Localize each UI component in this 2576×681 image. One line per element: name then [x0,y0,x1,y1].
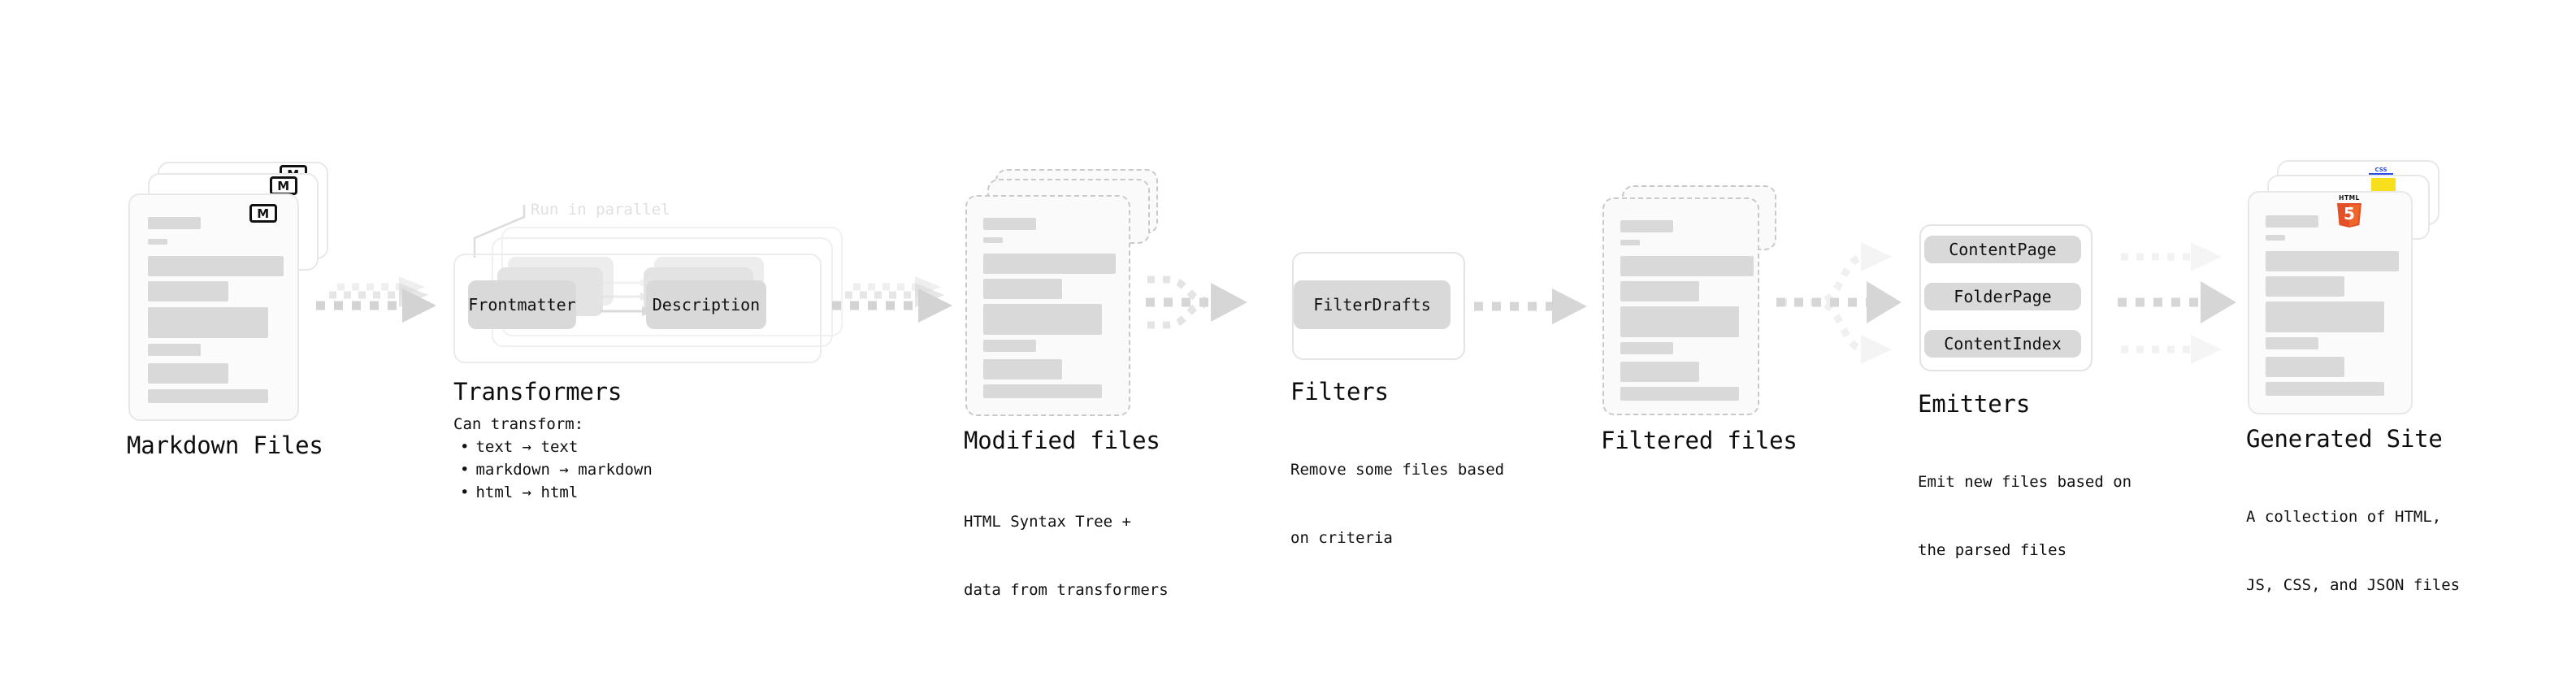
modified-files-description-line2: data from transformers [964,581,1169,599]
transformer-chip-frontmatter[interactable]: Frontmatter [468,280,576,329]
emitter-chip-contentindex-label: ContentIndex [1944,334,2062,354]
markdown-badge-icon-back-1: M [270,176,299,197]
run-in-parallel-bracket [473,205,526,258]
arrow-modified-files-to-filters [1146,275,1247,329]
arrow-transformers-to-modified-files [832,276,952,323]
doc-bar-3 [1620,306,1739,337]
doc-bar-2 [148,281,228,301]
doc-bar-4 [983,340,1036,352]
markdown-badge-letter: M [277,178,289,193]
emitter-chip-folderpage[interactable]: FolderPage [1924,283,2081,310]
modified-files-description: HTML Syntax Tree + data from transformer… [964,465,1169,647]
doc-bar-4 [148,344,201,356]
doc-bar-subtitle [2266,235,2285,241]
doc-bar-subtitle [983,237,1003,243]
doc-bar-6 [148,389,268,403]
emitter-chip-contentpage-label: ContentPage [1949,240,2057,259]
transformers-capability-list: text → text markdown → markdown html → h… [453,436,653,504]
transformers-capability-item: html → html [453,481,653,504]
doc-bar-5 [983,359,1062,380]
stage-title-emitters: Emitters [1918,390,2031,418]
stage-title-transformers: Transformers [453,378,622,406]
markdown-badge-icon: M [249,204,279,225]
doc-bar-3 [148,307,268,338]
stage-title-filters: Filters [1290,378,1389,406]
filters-description-line1: Remove some files based [1290,461,1505,479]
doc-bar-subtitle [1620,240,1640,245]
emitter-chip-contentpage[interactable]: ContentPage [1924,236,2081,263]
transformers-capability-item: text → text [453,436,653,458]
modified-file-front [965,195,1130,416]
doc-bar-2 [983,279,1062,299]
arrow-emitters-to-generated-site [2118,242,2236,364]
doc-bar-subtitle [148,239,167,245]
transformers-description-head: Can transform: [453,415,584,433]
doc-bar-4 [1620,342,1673,354]
doc-bar-3 [2266,301,2384,332]
html5-icon: HTML 5 [2335,193,2363,228]
generated-file-front-html [2248,191,2413,414]
emitters-description: Emit new files based on the parsed files [1918,425,2131,607]
transformers-description: Can transform: text → text markdown → ma… [453,413,653,504]
doc-bar-2 [1620,281,1699,301]
css-icon-label: CSS [2374,167,2387,173]
transformer-chip-description[interactable]: Description [646,280,766,329]
generated-site-description-line1: A collection of HTML, [2246,508,2442,526]
transformers-capability-item: markdown → markdown [453,458,652,481]
markdown-file-front [128,193,299,421]
doc-bar-title [148,217,201,229]
js-icon [2371,178,2396,193]
stage-title-markdown-files: Markdown Files [127,432,323,459]
doc-bar-6 [983,384,1102,398]
modified-files-description-line1: HTML Syntax Tree + [964,513,1131,531]
arrow-markdown-to-transformers [316,276,436,323]
stage-title-generated-site: Generated Site [2246,425,2443,453]
filtered-file-front [1602,197,1759,415]
transformer-chip-frontmatter-label: Frontmatter [468,295,576,314]
doc-bar-1 [148,256,284,276]
svg-text:5: 5 [2344,204,2355,223]
doc-bar-title [2266,215,2318,228]
doc-bar-6 [2266,382,2384,396]
stage-title-modified-files: Modified files [964,427,1160,454]
doc-bar-6 [1620,387,1739,401]
transformer-internal-arrows [600,279,653,316]
filters-description-line2: on criteria [1290,529,1393,547]
doc-bar-4 [2266,337,2318,349]
generated-site-description-line2: JS, CSS, and JSON files [2246,576,2461,594]
emitters-description-line2: the parsed files [1918,541,2067,559]
emitters-description-line1: Emit new files based on [1918,473,2132,491]
doc-bar-5 [1620,362,1699,382]
doc-bar-1 [983,254,1116,274]
doc-bar-1 [1620,256,1754,276]
markdown-badge-letter: M [257,206,269,221]
transformers-box [453,254,822,363]
doc-bar-3 [983,304,1102,335]
doc-bar-5 [148,363,228,384]
stage-title-filtered-files: Filtered files [1601,427,1798,454]
emitter-chip-contentindex[interactable]: ContentIndex [1924,330,2081,358]
emitter-chip-folderpage-label: FolderPage [1954,287,2052,306]
doc-bar-title [983,218,1036,230]
doc-bar-2 [2266,276,2344,297]
filters-description: Remove some files based on criteria [1290,413,1504,595]
doc-bar-1 [2266,251,2399,271]
arrow-filters-to-filtered-files [1474,288,1587,324]
doc-bar-5 [2266,357,2344,377]
run-in-parallel-label: Run in parallel [531,201,670,219]
transformer-chip-description-label: Description [652,295,761,314]
generated-site-description: A collection of HTML, JS, CSS, and JSON … [2246,460,2460,642]
filter-chip-filterdrafts-label: FilterDrafts [1313,295,1431,314]
svg-text:HTML: HTML [2339,194,2360,202]
filter-chip-filterdrafts[interactable]: FilterDrafts [1294,280,1451,329]
doc-bar-title [1620,220,1673,232]
arrow-filtered-files-to-emitters [1776,242,1902,364]
